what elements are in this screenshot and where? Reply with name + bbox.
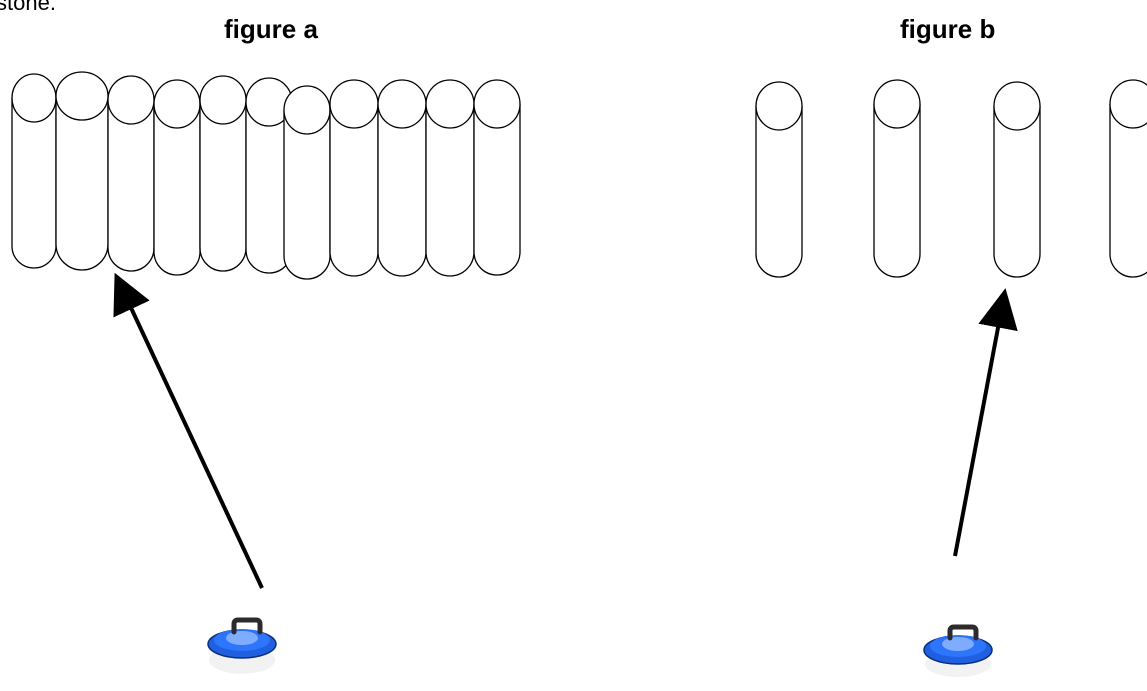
- column: [245, 77, 293, 274]
- column: [199, 75, 247, 272]
- curling-stone-icon: [207, 617, 277, 674]
- curling-stone-icon: [923, 624, 993, 677]
- figure-b-columns: [755, 79, 1147, 278]
- column: [329, 79, 379, 277]
- column: [755, 81, 803, 278]
- figure-a-columns: [11, 71, 521, 280]
- column: [377, 79, 427, 277]
- column: [425, 79, 475, 277]
- column: [1109, 79, 1147, 278]
- figure-b-title: figure b: [900, 14, 996, 44]
- arrow-icon: [953, 288, 1018, 557]
- clipped-top-text: stone.: [0, 0, 56, 15]
- column: [153, 79, 201, 276]
- arrow-icon: [113, 272, 264, 589]
- column: [283, 85, 331, 280]
- figure-a-title: figure a: [224, 14, 318, 44]
- column: [873, 79, 921, 278]
- column: [55, 71, 109, 271]
- column: [473, 79, 521, 276]
- column: [107, 75, 155, 272]
- column: [11, 73, 57, 269]
- column: [993, 81, 1041, 278]
